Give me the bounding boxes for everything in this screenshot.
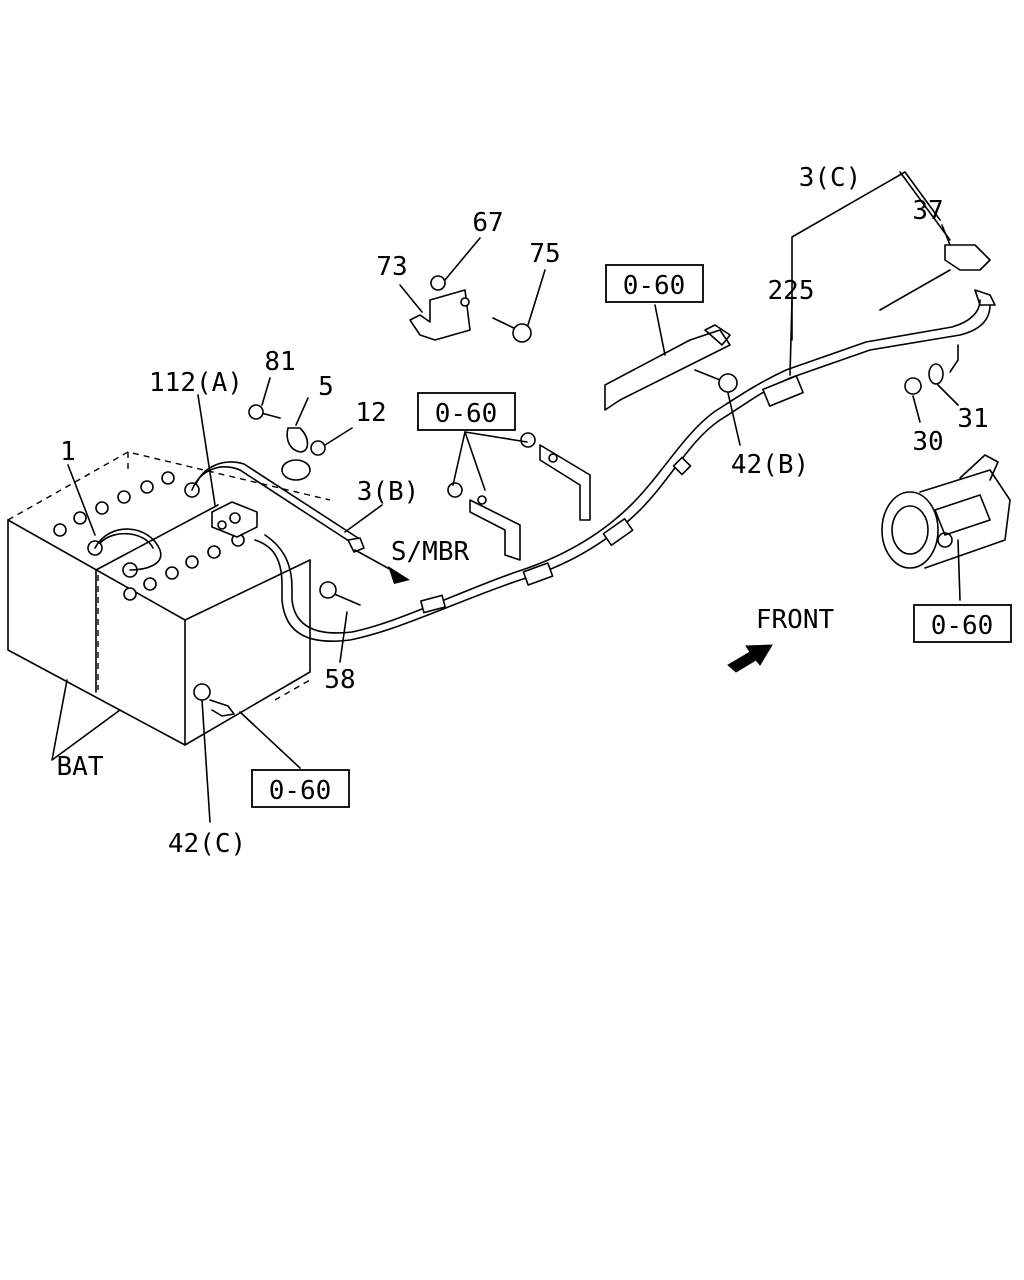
label-part-81: 81: [264, 347, 295, 377]
starter-motor: [881, 454, 1011, 569]
label-part-5: 5: [318, 372, 334, 402]
label-part-12: 12: [355, 398, 386, 428]
label-part-225: 225: [768, 276, 815, 306]
washer-31: [928, 363, 944, 385]
cable-clips: [420, 375, 804, 614]
label-part-1: 1: [60, 437, 76, 467]
label-part-3b: 3(B): [357, 477, 420, 507]
clamp-parts: [248, 404, 326, 481]
label-part-31: 31: [957, 404, 988, 434]
ref-box-top: 0-60: [605, 264, 704, 303]
nut-30: [904, 377, 922, 395]
label-smbr: S/MBR: [391, 537, 470, 567]
ref-box-bottom: 0-60: [251, 769, 350, 808]
label-bat: BAT: [57, 752, 104, 782]
bracket-upper: [604, 324, 731, 411]
bracket-73: [409, 275, 532, 343]
label-part-75: 75: [529, 239, 560, 269]
terminal-37: [879, 244, 996, 311]
leader-lines: [51, 171, 961, 823]
ref-label: 0-60: [931, 611, 994, 641]
ref-box-middle: 0-60: [417, 392, 516, 431]
label-part-42c: 42(C): [168, 829, 246, 859]
label-part-112a: 112(A): [149, 368, 243, 398]
label-part-67: 67: [472, 208, 503, 238]
label-front: FRONT: [756, 605, 835, 635]
bracket-middle: [447, 432, 591, 561]
ref-label: 0-60: [623, 271, 686, 301]
label-part-30: 30: [912, 427, 943, 457]
label-part-58: 58: [324, 665, 355, 695]
battery-pair: [7, 451, 331, 746]
ref-label: 0-60: [435, 399, 498, 429]
smbr-arrow-icon: [354, 549, 410, 584]
battery-caps: [53, 471, 245, 601]
label-part-42b: 42(B): [731, 450, 809, 480]
ref-box-starter: 0-60: [913, 604, 1012, 643]
ref-label: 0-60: [269, 776, 332, 806]
label-part-37: 37: [912, 196, 943, 226]
label-part-73: 73: [376, 252, 407, 282]
label-part-3c: 3(C): [799, 163, 862, 193]
front-arrow-icon: [727, 644, 773, 673]
